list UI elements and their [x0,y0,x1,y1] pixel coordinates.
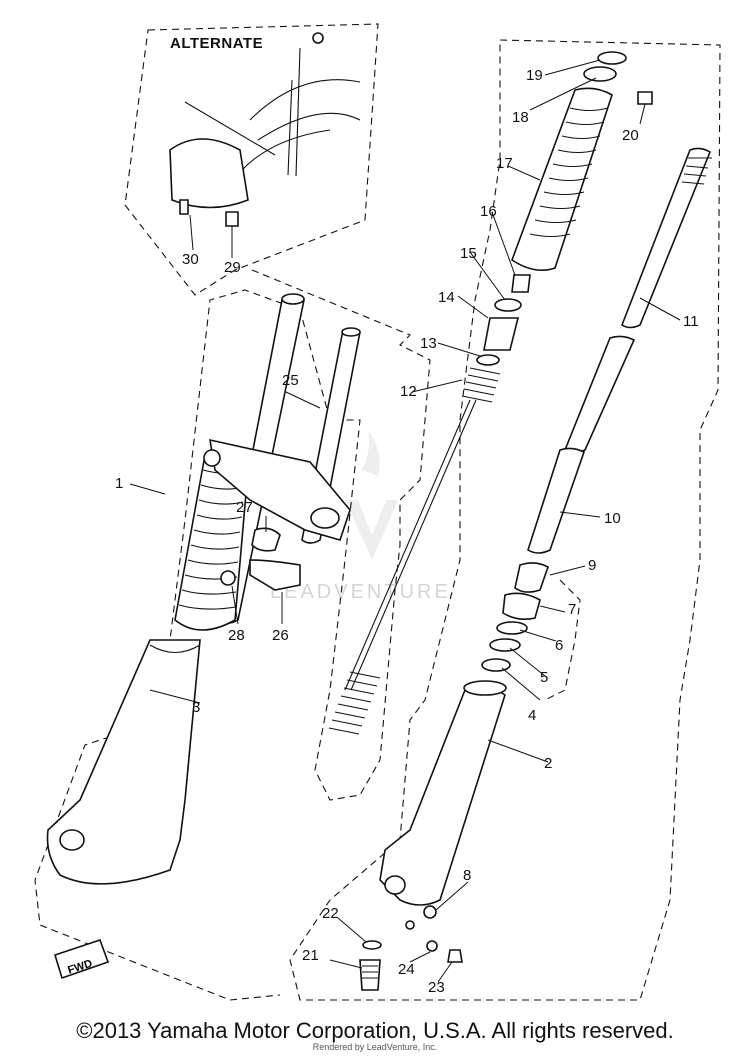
callout-29: 29 [224,259,241,276]
callout-12: 12 [400,383,417,400]
callout-8: 8 [463,867,471,884]
callout-11: 11 [683,313,699,330]
callout-16: 16 [480,203,497,220]
callout-1: 1 [115,475,123,492]
steering-stem [203,327,361,591]
callout-6: 6 [555,637,563,654]
callout-28: 28 [228,627,245,644]
copyright-notice: ©2013 Yamaha Motor Corporation, U.S.A. A… [76,1018,674,1043]
right-fork-seals [481,592,541,672]
callout-26: 26 [272,627,289,644]
callout-20: 20 [622,127,639,144]
callout-27: 27 [236,499,253,516]
callout-22: 22 [322,905,339,922]
callout-30: 30 [182,251,199,268]
front-fork-exploded-diagram: LEADVENTURE ALTERNATE [34,23,721,1001]
callout-17: 17 [496,155,513,172]
callout-25: 25 [282,372,299,389]
callout-4: 4 [528,707,536,724]
rendered-by-note: Rendered by LeadVenture, Inc. [312,1042,438,1052]
callout-15: 15 [460,245,477,262]
callout-5: 5 [540,669,548,686]
forward-direction-arrow: FWD [54,938,110,980]
fork-spring [328,367,501,735]
callout-labels: 1 2 3 4 5 6 7 8 9 10 11 12 13 14 15 16 1… [115,67,699,996]
left-assembly-boundary [34,269,431,1001]
callout-2: 2 [544,755,552,772]
callout-14: 14 [438,289,455,306]
watermark-text: LEADVENTURE [270,581,451,603]
right-assembly-boundary [289,39,721,1001]
right-fork-inner-tube [514,147,712,593]
callout-3: 3 [192,699,200,716]
alternate-inset: ALTERNATE [124,23,379,296]
right-fork-outer-tube [379,680,507,930]
alternate-label: ALTERNATE [170,35,263,52]
callout-7: 7 [568,601,576,618]
leader-lines [129,59,681,983]
callout-18: 18 [512,109,529,126]
axle-hardware [359,940,463,991]
left-fork-leg [46,293,305,885]
right-fork-top-parts [476,51,653,366]
callout-9: 9 [588,557,596,574]
callout-19: 19 [526,67,543,84]
callout-10: 10 [604,510,621,527]
callout-13: 13 [420,335,437,352]
callout-23: 23 [428,979,445,996]
callout-24: 24 [398,961,415,978]
watermark-logo [345,430,398,560]
callout-21: 21 [302,947,319,964]
